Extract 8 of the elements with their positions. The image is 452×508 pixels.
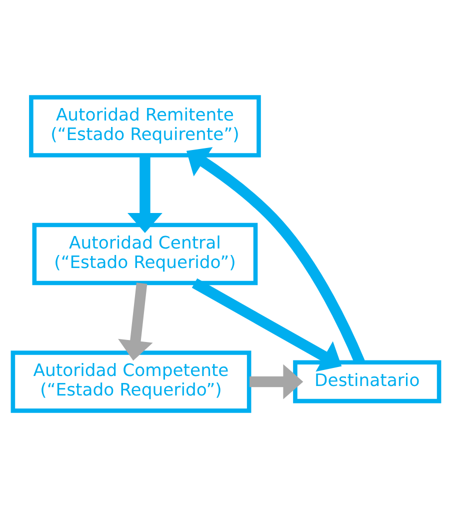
arrow (192, 278, 342, 372)
arrow (250, 364, 304, 400)
node-box: Autoridad Remitente (“Estado Requirente”) (29, 95, 261, 158)
arrow (128, 156, 162, 233)
arrow (118, 282, 153, 361)
node-box: Autoridad Central (“Estado Requerido”) (32, 222, 258, 286)
node-box: Autoridad Competente (“Estado Requerido”) (10, 350, 252, 413)
node-box: Destinatario (293, 360, 442, 404)
